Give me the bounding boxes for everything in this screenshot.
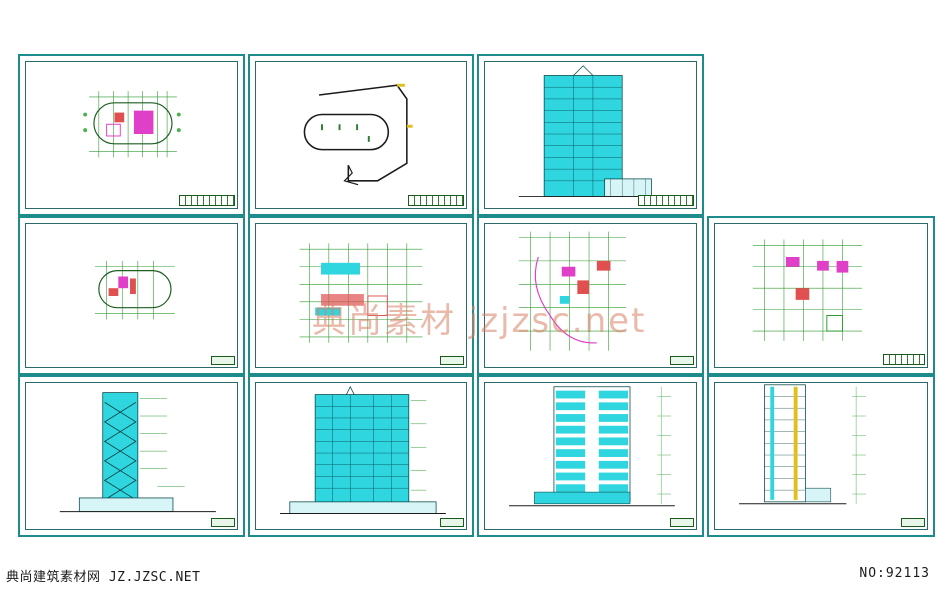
sheet-floor-plan-oval-2 (18, 216, 245, 375)
site-plan-drawing (303, 83, 413, 186)
sheet-side-elevation (18, 375, 245, 537)
title-block (670, 518, 694, 527)
grid-floor-plan-drawing (752, 239, 862, 341)
title-block (179, 195, 235, 206)
building-section-drawing (739, 384, 866, 505)
sheet-floor-plan-grid-3 (707, 216, 935, 375)
tower-elevation-drawing (518, 65, 666, 197)
sheet-front-elevation (248, 375, 474, 537)
front-elevation-drawing (280, 385, 446, 515)
title-block (440, 518, 464, 527)
side-elevation-drawing (59, 392, 216, 513)
catalog-number: NO:92113 (859, 566, 930, 581)
sheet-floor-plan-grid-2 (477, 216, 704, 375)
title-block (440, 356, 464, 365)
sheet-section-1 (477, 375, 704, 537)
grid-floor-plan-drawing (518, 231, 627, 351)
sheet-floor-plan-oval-1 (18, 54, 245, 216)
sheet-section-2 (707, 375, 935, 537)
sheet-site-plan (248, 54, 474, 216)
sheet-floor-plan-grid-1 (248, 216, 474, 375)
grid-floor-plan-drawing (299, 243, 423, 343)
title-block (883, 354, 925, 365)
title-block (670, 356, 694, 365)
oval-floor-plan-drawing (83, 91, 181, 158)
sheet-perspective-elevation (477, 54, 704, 216)
title-block (211, 518, 235, 527)
title-block (408, 195, 464, 206)
title-block (211, 356, 235, 365)
title-block (901, 518, 925, 527)
oval-floor-plan-drawing (94, 260, 175, 320)
building-section-drawing (509, 386, 675, 507)
site-label: 典尚建筑素材网 JZ.JZSC.NET (6, 570, 201, 585)
title-block (638, 195, 694, 206)
